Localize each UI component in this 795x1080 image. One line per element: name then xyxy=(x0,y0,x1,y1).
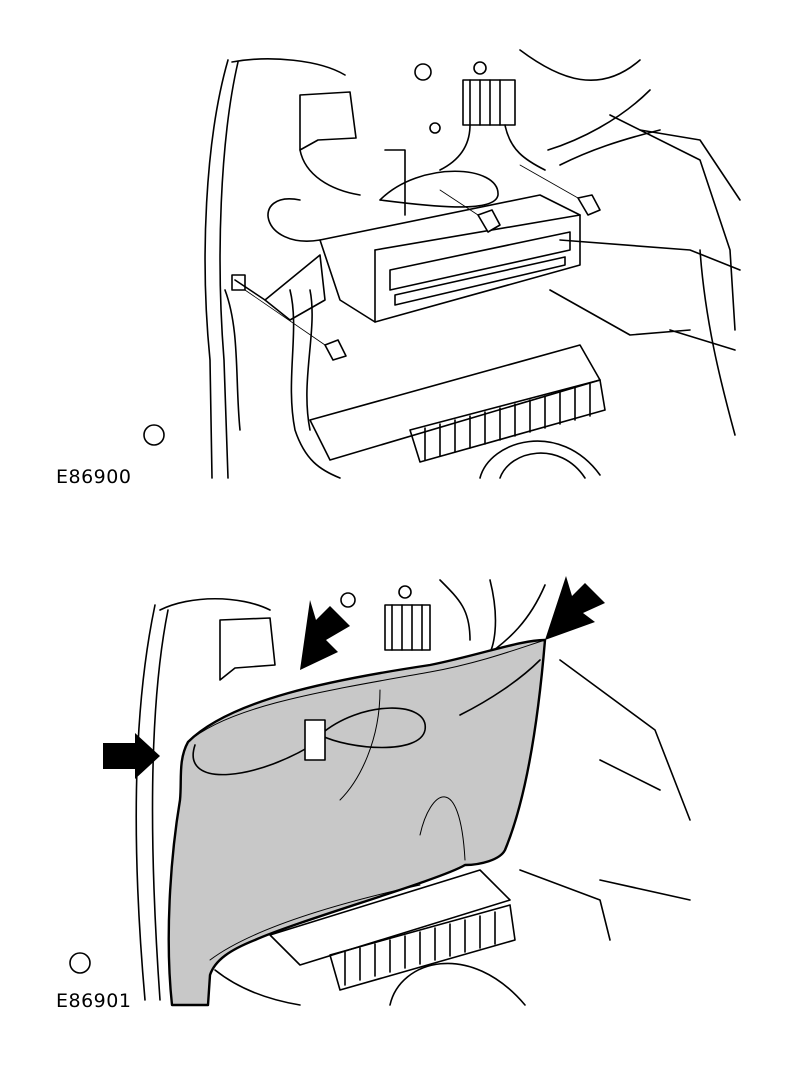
connector-top xyxy=(462,79,516,126)
bolt-icon xyxy=(439,189,501,233)
console-right xyxy=(609,114,736,331)
upper-bracket xyxy=(299,91,357,151)
trim-panel-left xyxy=(204,59,229,479)
bolt-icon xyxy=(519,164,601,216)
bolt-icon xyxy=(244,289,347,361)
line-drawing-insulation-cover xyxy=(69,576,691,1007)
line-drawing-audio-unit-bolts xyxy=(143,49,741,479)
solid-arrow-icon xyxy=(300,600,350,670)
wiring-harness xyxy=(289,289,341,479)
audio-unit xyxy=(319,194,581,323)
insulation-cover xyxy=(167,638,547,1007)
solid-arrow-icon xyxy=(545,576,605,640)
solid-arrow-icon xyxy=(103,733,160,779)
figure-label: E86900 xyxy=(56,466,132,488)
figure-label: E86901 xyxy=(56,990,132,1012)
figure-remove-insulation-cover: E86901 xyxy=(0,540,795,1080)
figure-remove-audio-unit-bolts: E86900 xyxy=(0,0,795,520)
antenna-loop xyxy=(267,198,321,242)
